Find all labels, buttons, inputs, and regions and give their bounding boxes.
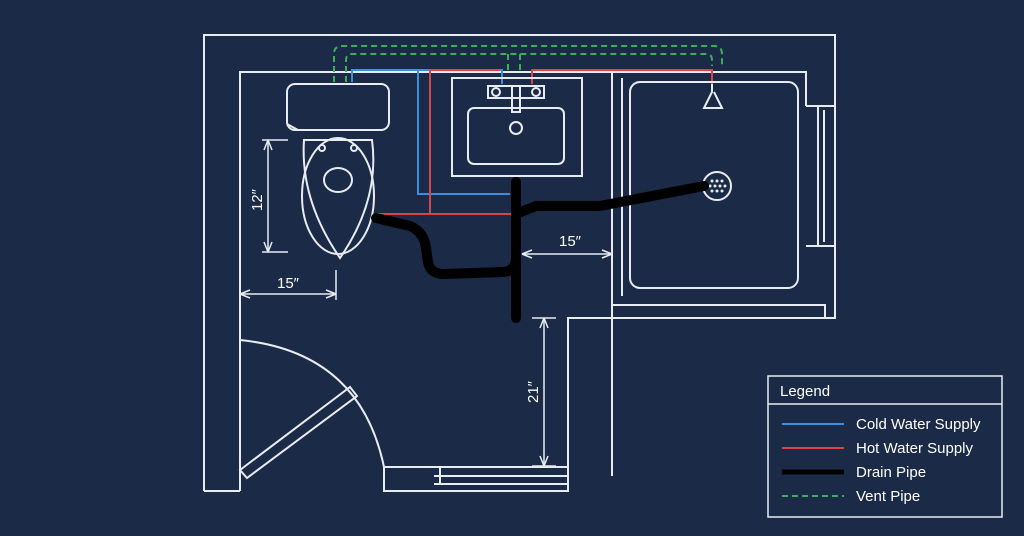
window-right [806, 105, 835, 247]
toilet-bolt-right [350, 144, 358, 152]
shower-pan [629, 81, 799, 289]
walls [203, 34, 836, 492]
vent-pipe-inner [345, 53, 713, 82]
vanity [451, 77, 583, 177]
legend-label-hot: Hot Water Supply [856, 440, 973, 457]
dimension-toilet-width-label: 15″ [277, 275, 300, 292]
dimension-door-clearance [532, 317, 556, 467]
shower-ledge [612, 304, 826, 318]
toilet-bowl [302, 139, 375, 260]
sink-drain [509, 121, 523, 135]
dimension-toilet-height-label: 12″ [249, 188, 266, 211]
toilet-handle [286, 123, 299, 131]
dimension-toilet-width [239, 270, 337, 300]
dimension-door-clearance-label: 21″ [525, 380, 542, 403]
dimension-toilet-height [262, 139, 288, 253]
vent-pipe-drop [507, 54, 521, 70]
toilet [286, 83, 390, 260]
legend-label-drain: Drain Pipe [856, 464, 926, 481]
inner-wall [239, 71, 807, 491]
faucet-spout [511, 86, 521, 113]
legend-label-cold: Cold Water Supply [856, 416, 981, 433]
sink-basin [467, 107, 565, 165]
dimension-sink-clearance [521, 249, 613, 259]
toilet-bolt-left [318, 144, 326, 152]
legend-label-vent: Vent Pipe [856, 488, 920, 505]
toilet-seat-inner [323, 167, 353, 193]
legend-box [767, 375, 1003, 518]
sink [451, 77, 583, 177]
vent-pipe [333, 45, 723, 82]
door-leaf [238, 385, 359, 480]
faucet-base [487, 85, 545, 99]
legend: Legend Cold Water Supply Hot Water Suppl… [767, 375, 1003, 518]
legend-title: Legend [780, 383, 830, 400]
dimension-sink-clearance-label: 15″ [559, 233, 582, 250]
door-swing-arc [239, 339, 385, 468]
toilet-seat [301, 137, 375, 255]
faucet-handle-left [491, 87, 501, 97]
vent-pipe-outer [333, 45, 723, 82]
hot-line-main [376, 69, 500, 215]
faucet-handle-right [531, 87, 541, 97]
toilet-tank [286, 83, 390, 131]
shower-drain-grate [708, 179, 727, 193]
outer-wall [203, 34, 836, 492]
drain-pipe [371, 177, 709, 323]
window-bottom [434, 466, 568, 485]
drain-shower-run [511, 181, 709, 219]
shower-head [702, 84, 724, 109]
door [238, 339, 385, 480]
drain-toilet-run [371, 177, 521, 279]
